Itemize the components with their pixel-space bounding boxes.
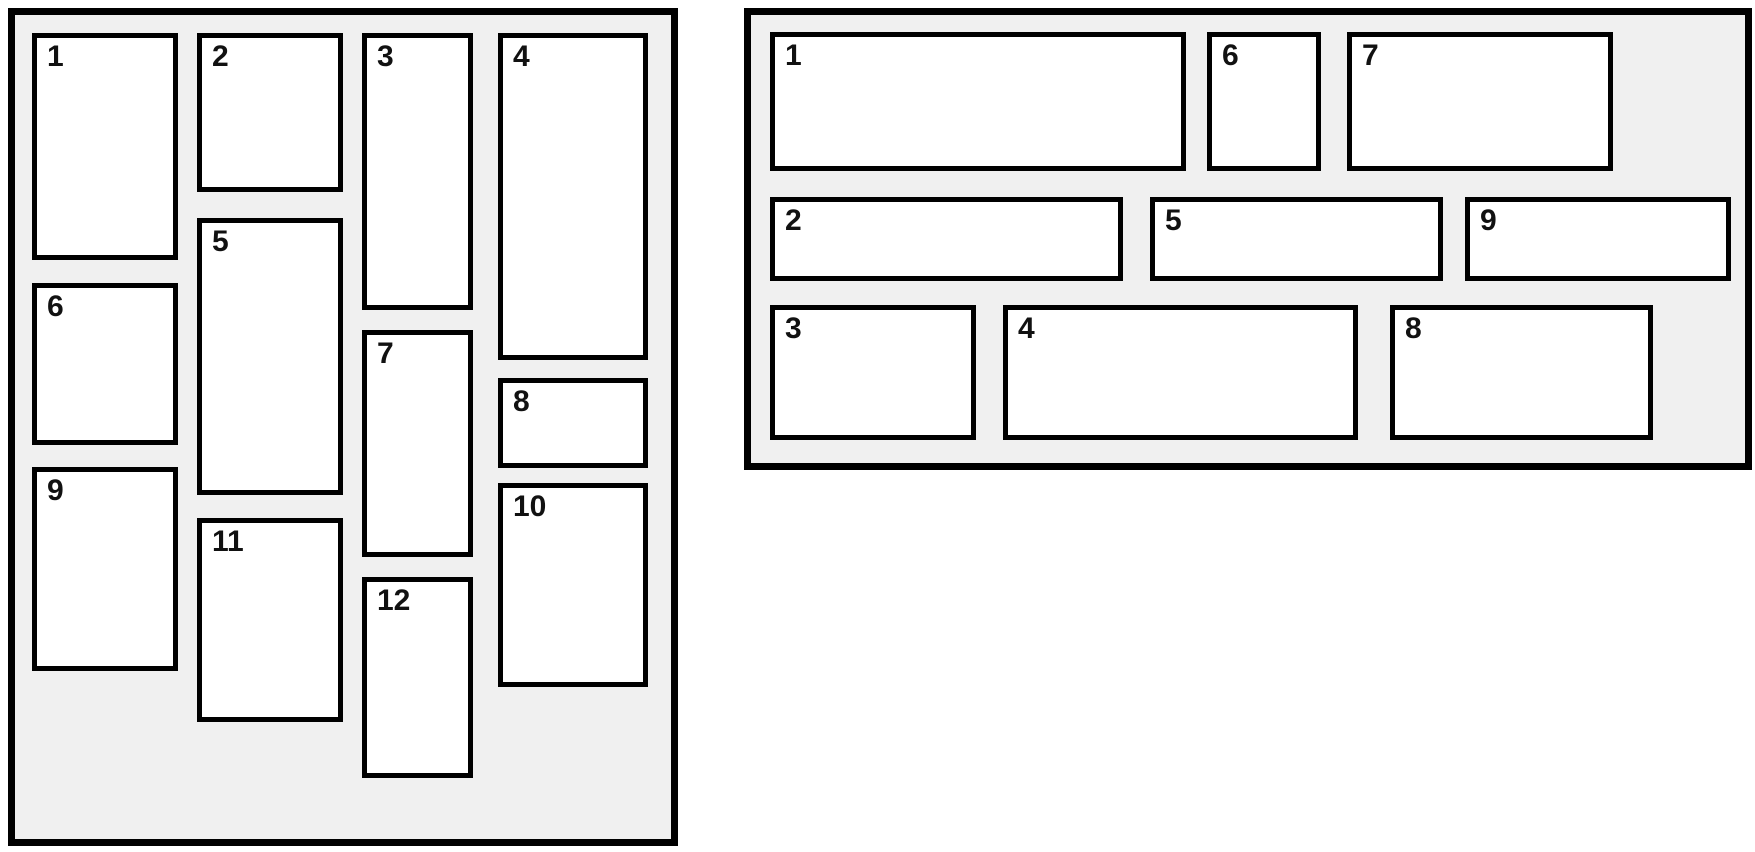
masonry-item-vertical-masonry-5: 5 — [197, 218, 343, 495]
masonry-item-label: 3 — [377, 40, 394, 73]
masonry-item-vertical-masonry-4: 4 — [498, 33, 648, 360]
masonry-item-label: 4 — [513, 40, 530, 73]
masonry-item-label: 11 — [212, 525, 244, 558]
masonry-item-label: 9 — [47, 474, 64, 507]
masonry-item-vertical-masonry-9: 9 — [32, 467, 178, 671]
masonry-item-vertical-masonry-11: 11 — [197, 518, 343, 722]
masonry-item-horizontal-masonry-8: 8 — [1390, 305, 1653, 440]
masonry-item-label: 2 — [785, 204, 802, 237]
masonry-item-label: 10 — [513, 490, 547, 523]
masonry-item-label: 3 — [785, 312, 802, 345]
masonry-item-vertical-masonry-3: 3 — [362, 33, 473, 310]
masonry-item-vertical-masonry-2: 2 — [197, 33, 343, 192]
masonry-item-label: 9 — [1480, 204, 1497, 237]
masonry-item-label: 8 — [513, 385, 530, 418]
masonry-item-label: 5 — [1165, 204, 1182, 237]
masonry-item-label: 4 — [1018, 312, 1035, 345]
masonry-item-label: 5 — [212, 225, 229, 258]
horizontal-masonry-panel: 1 6 7 2 5 9 3 4 8 — [744, 8, 1752, 470]
masonry-item-horizontal-masonry-1: 1 — [770, 32, 1186, 171]
horizontal-masonry-panel-inner: 1 6 7 2 5 9 3 4 8 — [751, 15, 1745, 463]
masonry-item-label: 6 — [1222, 39, 1239, 72]
masonry-item-label: 12 — [377, 584, 411, 617]
masonry-item-label: 8 — [1405, 312, 1422, 345]
masonry-item-horizontal-masonry-6: 6 — [1207, 32, 1321, 171]
masonry-item-vertical-masonry-6: 6 — [32, 283, 178, 445]
masonry-item-horizontal-masonry-9: 9 — [1465, 197, 1731, 281]
masonry-item-vertical-masonry-7: 7 — [362, 330, 473, 557]
masonry-item-label: 6 — [47, 290, 64, 323]
masonry-item-label: 1 — [785, 39, 802, 72]
masonry-item-vertical-masonry-12: 12 — [362, 577, 473, 778]
masonry-item-label: 2 — [212, 40, 229, 73]
masonry-item-vertical-masonry-1: 1 — [32, 33, 178, 260]
masonry-item-label: 7 — [377, 337, 394, 370]
masonry-item-horizontal-masonry-2: 2 — [770, 197, 1123, 281]
masonry-item-label: 1 — [47, 40, 64, 73]
masonry-item-horizontal-masonry-4: 4 — [1003, 305, 1358, 440]
masonry-item-horizontal-masonry-3: 3 — [770, 305, 976, 440]
masonry-item-horizontal-masonry-7: 7 — [1347, 32, 1613, 171]
masonry-item-horizontal-masonry-5: 5 — [1150, 197, 1443, 281]
masonry-item-label: 7 — [1362, 39, 1379, 72]
masonry-item-vertical-masonry-8: 8 — [498, 378, 648, 468]
masonry-item-vertical-masonry-10: 10 — [498, 483, 648, 687]
